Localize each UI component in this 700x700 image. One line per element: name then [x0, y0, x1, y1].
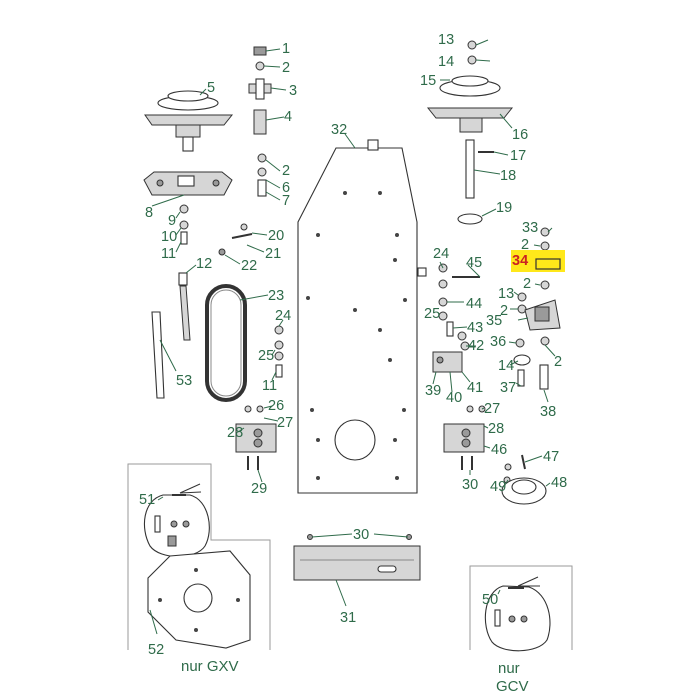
right-idler-assembly [513, 227, 561, 390]
kit-bag-gxv [143, 483, 210, 557]
callout-28: 28 [227, 425, 243, 441]
callout-13: 13 [498, 286, 514, 302]
callout-1: 1 [282, 41, 290, 57]
small-parts-left [179, 46, 272, 245]
callout-32: 32 [331, 122, 347, 138]
callout-37: 37 [500, 380, 516, 396]
callout-2: 2 [521, 237, 529, 253]
caption-gcv-line1: nur [498, 660, 520, 677]
callout-50: 50 [482, 592, 498, 608]
callout-29: 29 [251, 481, 267, 497]
callout-8: 8 [145, 205, 153, 221]
callout-6: 6 [282, 180, 290, 196]
callout-35: 35 [486, 313, 502, 329]
callout-42: 42 [468, 338, 484, 354]
cross-member [293, 534, 421, 581]
left-misc-parts [151, 223, 253, 399]
callout-38: 38 [540, 404, 556, 420]
callout-14: 14 [498, 358, 514, 374]
callout-43: 43 [467, 320, 483, 336]
callout-21: 21 [265, 246, 281, 262]
callout-14: 14 [438, 54, 454, 70]
left-bearing-housing [143, 171, 233, 196]
callout-27: 27 [277, 415, 293, 431]
kit-bag-gcv [484, 576, 551, 652]
callout-5: 5 [207, 80, 215, 96]
callout-45: 45 [466, 255, 482, 271]
callout-11: 11 [161, 246, 176, 262]
callout-31: 31 [340, 610, 356, 626]
right-pulley-assembly [426, 40, 514, 225]
leader-lines [149, 39, 556, 635]
callout-22: 22 [241, 258, 257, 274]
caption-gxv: nur GXV [181, 658, 239, 675]
callout-53: 53 [176, 373, 192, 389]
callout-36: 36 [490, 334, 506, 350]
left-pulley-assembly [144, 90, 234, 152]
callout-2: 2 [554, 354, 562, 370]
callout-30: 30 [353, 527, 369, 543]
callout-16: 16 [512, 127, 528, 143]
left-bracket-assembly [235, 325, 284, 470]
main-frame-plate [297, 139, 427, 494]
right-bracket-assembly [443, 405, 547, 505]
callout-7: 7 [282, 193, 290, 209]
caption-gcv-line2: GCV [496, 678, 529, 695]
drive-belt [205, 284, 247, 402]
callout-33: 33 [522, 220, 538, 236]
callout-47: 47 [543, 449, 559, 465]
callout-41: 41 [467, 380, 483, 396]
callout-9: 9 [168, 213, 176, 229]
callout-10: 10 [161, 229, 177, 245]
gcv-kit-frame [469, 565, 573, 650]
callout-23: 23 [268, 288, 284, 304]
callout-20: 20 [268, 228, 284, 244]
callout-2: 2 [523, 276, 531, 292]
callout-25: 25 [424, 306, 440, 322]
callout-17: 17 [510, 148, 526, 164]
callout-15: 15 [420, 73, 436, 89]
gxv-adapter-plate [147, 550, 251, 649]
callout-19: 19 [496, 200, 512, 216]
center-right-parts [432, 263, 480, 373]
callout-25: 25 [258, 348, 274, 364]
callout-46: 46 [491, 442, 507, 458]
callout-24: 24 [275, 308, 291, 324]
callout-52: 52 [148, 642, 164, 658]
callout-44: 44 [466, 296, 482, 312]
callout-40: 40 [446, 390, 462, 406]
callout-18: 18 [500, 168, 516, 184]
callout-30: 30 [462, 477, 478, 493]
callout-2: 2 [500, 303, 508, 319]
callout-48: 48 [551, 475, 567, 491]
gxv-kit-frame [127, 463, 271, 650]
callout-3: 3 [289, 83, 297, 99]
part-34-box [535, 258, 561, 270]
callout-49: 49 [490, 479, 506, 495]
callout-labels: 1 2 3 4 5 2 6 7 8 9 10 11 12 13 14 15 16… [139, 32, 567, 658]
callout-2: 2 [282, 163, 290, 179]
callout-51: 51 [139, 492, 155, 508]
callout-2: 2 [282, 60, 290, 76]
callout-4: 4 [284, 109, 292, 125]
callout-13: 13 [438, 32, 454, 48]
callout-34: 34 [512, 253, 528, 269]
callout-11: 11 [262, 378, 277, 394]
callout-26: 26 [268, 398, 284, 414]
callout-39: 39 [425, 383, 441, 399]
callout-28: 28 [488, 421, 504, 437]
callout-27: 27 [484, 401, 500, 417]
callout-24: 24 [433, 246, 449, 262]
callout-12: 12 [196, 256, 212, 272]
